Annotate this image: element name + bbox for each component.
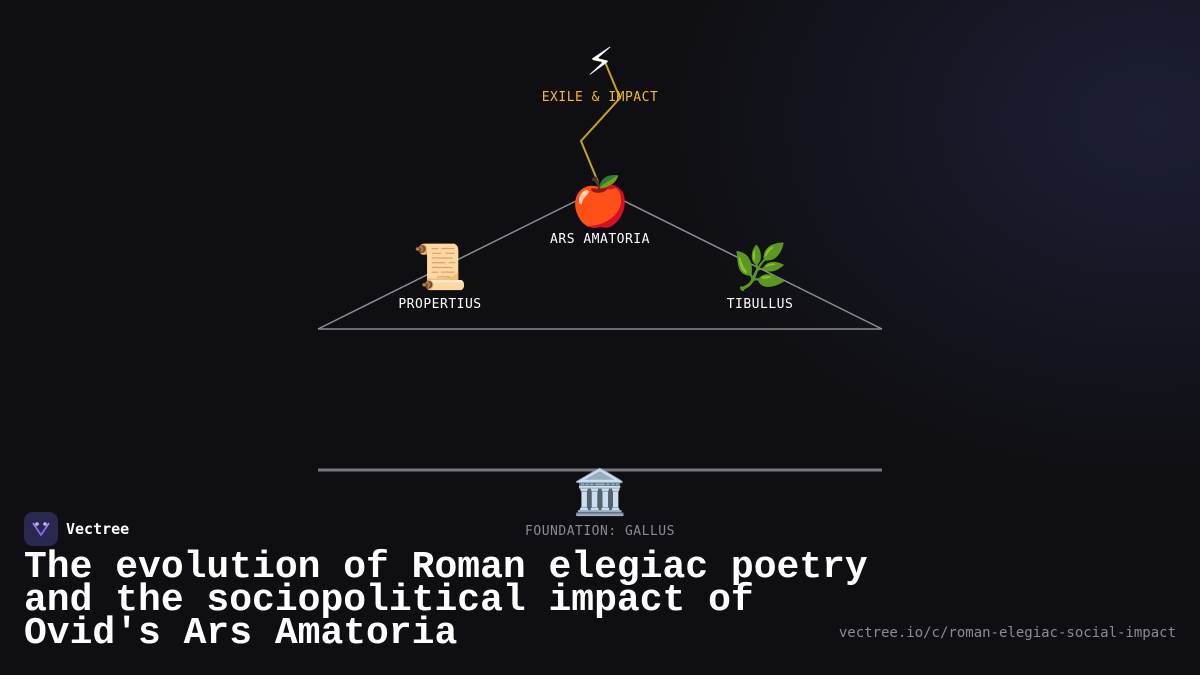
lightning-icon: ⚡ (586, 35, 614, 86)
brand[interactable]: Vectree (24, 512, 129, 546)
triangle-right-edge (601, 189, 883, 330)
apex-node: ⚡ EXILE & IMPACT (541, 35, 659, 106)
scroll-icon: 📜 (412, 242, 468, 293)
left-label: PROPERTIUS (398, 297, 482, 312)
page-url[interactable]: vectree.io/c/roman-elegiac-social-impact (838, 625, 1176, 641)
herb-icon: 🌿 (732, 242, 788, 293)
vectree-logo-icon (24, 512, 58, 546)
left-node: 📜 PROPERTIUS (398, 242, 482, 313)
center-label: ARS AMATORIA (550, 232, 650, 247)
right-label: TIBULLUS (726, 297, 794, 312)
apple-icon: 🍎 (570, 174, 630, 230)
apex-label: EXILE & IMPACT (541, 90, 659, 105)
triangle-left-edge (317, 189, 599, 330)
classical-building-icon: 🏛️ (572, 467, 628, 518)
right-node: 🌿 TIBULLUS (726, 242, 794, 313)
center-node: 🍎 ARS AMATORIA (550, 176, 650, 247)
foundation-label: FOUNDATION: GALLUS (525, 524, 675, 539)
lightning-bolt-line (579, 61, 622, 183)
foundation-node: 🏛️ FOUNDATION: GALLUS (525, 467, 675, 540)
page-title: The evolution of Roman elegiac poetry an… (24, 546, 868, 655)
brand-name: Vectree (66, 520, 130, 538)
